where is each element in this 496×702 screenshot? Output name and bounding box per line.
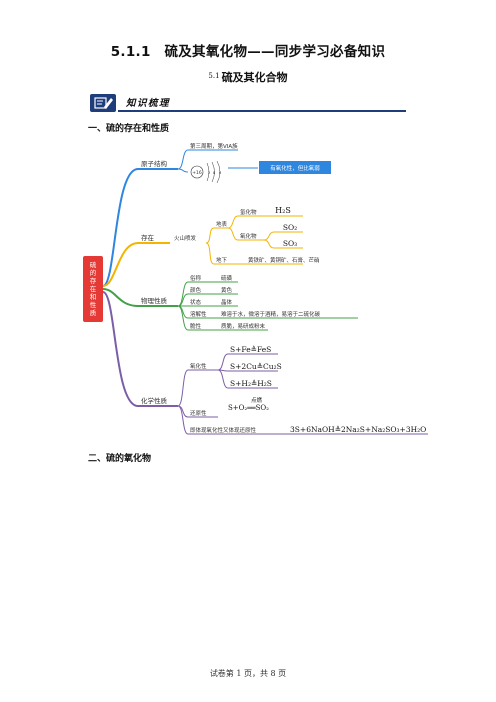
atomic-period-connector: [177, 149, 238, 170]
oxidizing-equation: S+Fe≜FeS: [230, 345, 271, 354]
branch-physical-connector: [102, 288, 178, 307]
minerals-text: 黄铁矿、黄铜矿、石膏、芒硝: [248, 256, 320, 264]
electron-count: 8: [213, 171, 215, 175]
atom-diagram: +16 2 8 6: [190, 160, 221, 184]
surface-text: 地表: [216, 220, 228, 228]
electron-shell: [206, 162, 210, 182]
section-title-text: 硫及其化合物: [221, 71, 288, 84]
atomic-property-box: [259, 161, 331, 174]
oxidizing-equation: S+H₂≜H₂S: [230, 379, 272, 388]
root-char: 质: [90, 308, 97, 317]
branch-chemical-label: 化学性质: [141, 396, 168, 405]
so2-formula: SO₂: [283, 223, 297, 232]
physical-key: 溶解性: [190, 310, 207, 318]
both-equation: 3S+6NaOH≜2Na₂S+Na₂SO₃+3H₂O: [290, 425, 426, 434]
atomic-diagram-connector: [177, 168, 189, 173]
physical-key: 状态: [190, 298, 202, 306]
pencil-note-icon: [90, 94, 116, 112]
electron-count: 6: [219, 171, 221, 175]
physical-value: 晶体: [221, 298, 233, 306]
mindmap-root-box: [83, 256, 103, 322]
hydride-connector: [227, 215, 264, 229]
physical-key: 颜色: [190, 286, 202, 294]
atomic-period-text: 第三周期，第VIA族: [190, 142, 238, 150]
physical-value: 硫磺: [221, 274, 233, 282]
atomic-property-text: 有氧化性，但比氧弱: [270, 164, 320, 172]
physical-key: 俗称: [190, 274, 202, 282]
reducing-label: 还原性: [190, 409, 207, 417]
physical-value: 黄色: [221, 286, 233, 294]
physical-properties: 俗称 硫磺 颜色 黄色 状态 晶体 溶解性 难溶于水，微溶于酒精，易溶于二硫化碳…: [177, 274, 358, 331]
physical-value: 质脆，易研成粉末: [221, 322, 266, 330]
so3-formula: SO₃: [283, 239, 297, 248]
banner-rule: [118, 110, 406, 112]
page-title: 5.1.1 硫及其氧化物——同步学习必备知识: [110, 44, 386, 60]
branch-existence-connector: [102, 242, 170, 287]
branch-atomic-connector: [102, 168, 178, 287]
both-connector: [177, 405, 428, 435]
branch-chemical-connector: [102, 291, 178, 407]
underground-text: 地下: [216, 256, 228, 264]
root-char: 的: [90, 268, 97, 277]
oxidizing-eq-connector: [217, 369, 278, 372]
heading-existence-properties: 一、硫的存在和性质: [88, 124, 170, 134]
section-number: 5.1: [208, 72, 220, 80]
mindmap-root-label: 硫 的 存 在 和 性 质: [90, 260, 97, 317]
oxidizing-eq-connector: [217, 369, 278, 389]
oxide-connector: [227, 227, 264, 241]
physical-key: 脆性: [190, 322, 202, 330]
root-char: 和: [90, 292, 97, 301]
volcano-text: 火山喷发: [174, 234, 197, 242]
oxidizing-connector: [177, 369, 218, 407]
root-char: 性: [90, 300, 97, 309]
underground-connector: [205, 242, 228, 265]
electron-shell: [216, 160, 221, 184]
atom-nucleus: [190, 165, 204, 179]
oxidizing-label: 氧化性: [190, 362, 207, 370]
page-footer: 试卷第 1 页，共 8 页: [209, 669, 287, 678]
root-char: 在: [90, 284, 97, 293]
root-char: 存: [90, 276, 97, 285]
sulfur-mindmap: 硫 的 存 在 和 性 质 原子结构 存在 物理性质 化学性质 第三周期，第VI…: [78, 136, 434, 442]
root-char: 硫: [90, 260, 97, 269]
hydride-formula: H₂S: [275, 206, 291, 215]
atom-nucleus-charge: +16: [192, 170, 202, 176]
electron-count: 2: [208, 171, 210, 175]
oxide-label: 氧化物: [240, 232, 257, 240]
so2-connector: [263, 231, 303, 241]
so3-connector: [263, 239, 303, 249]
branch-atomic-label: 原子结构: [141, 159, 168, 168]
physical-row-connector: [177, 305, 268, 331]
knowledge-banner: 知识梳理: [90, 94, 406, 114]
banner-label: 知识梳理: [126, 98, 171, 109]
both-label: 即体现氧化性又体现还原性: [190, 426, 257, 434]
physical-value: 难溶于水，微溶于酒精，易溶于二硫化碳: [221, 310, 321, 318]
oxidizing-equation: S+2Cu≜Cu₂S: [230, 362, 282, 371]
oxidizing-eq-connector: [217, 353, 278, 371]
hydride-label: 氢化物: [240, 208, 257, 216]
reaction-condition: 点燃: [251, 396, 263, 404]
heading-sulfur-oxides: 二、硫的氧化物: [88, 454, 152, 464]
reducing-equation: S+O₂══SO₂: [228, 404, 269, 412]
branch-existence-label: 存在: [141, 233, 155, 242]
electron-shell: [211, 161, 215, 183]
surface-connector: [205, 227, 228, 244]
branch-physical-label: 物理性质: [141, 296, 168, 305]
